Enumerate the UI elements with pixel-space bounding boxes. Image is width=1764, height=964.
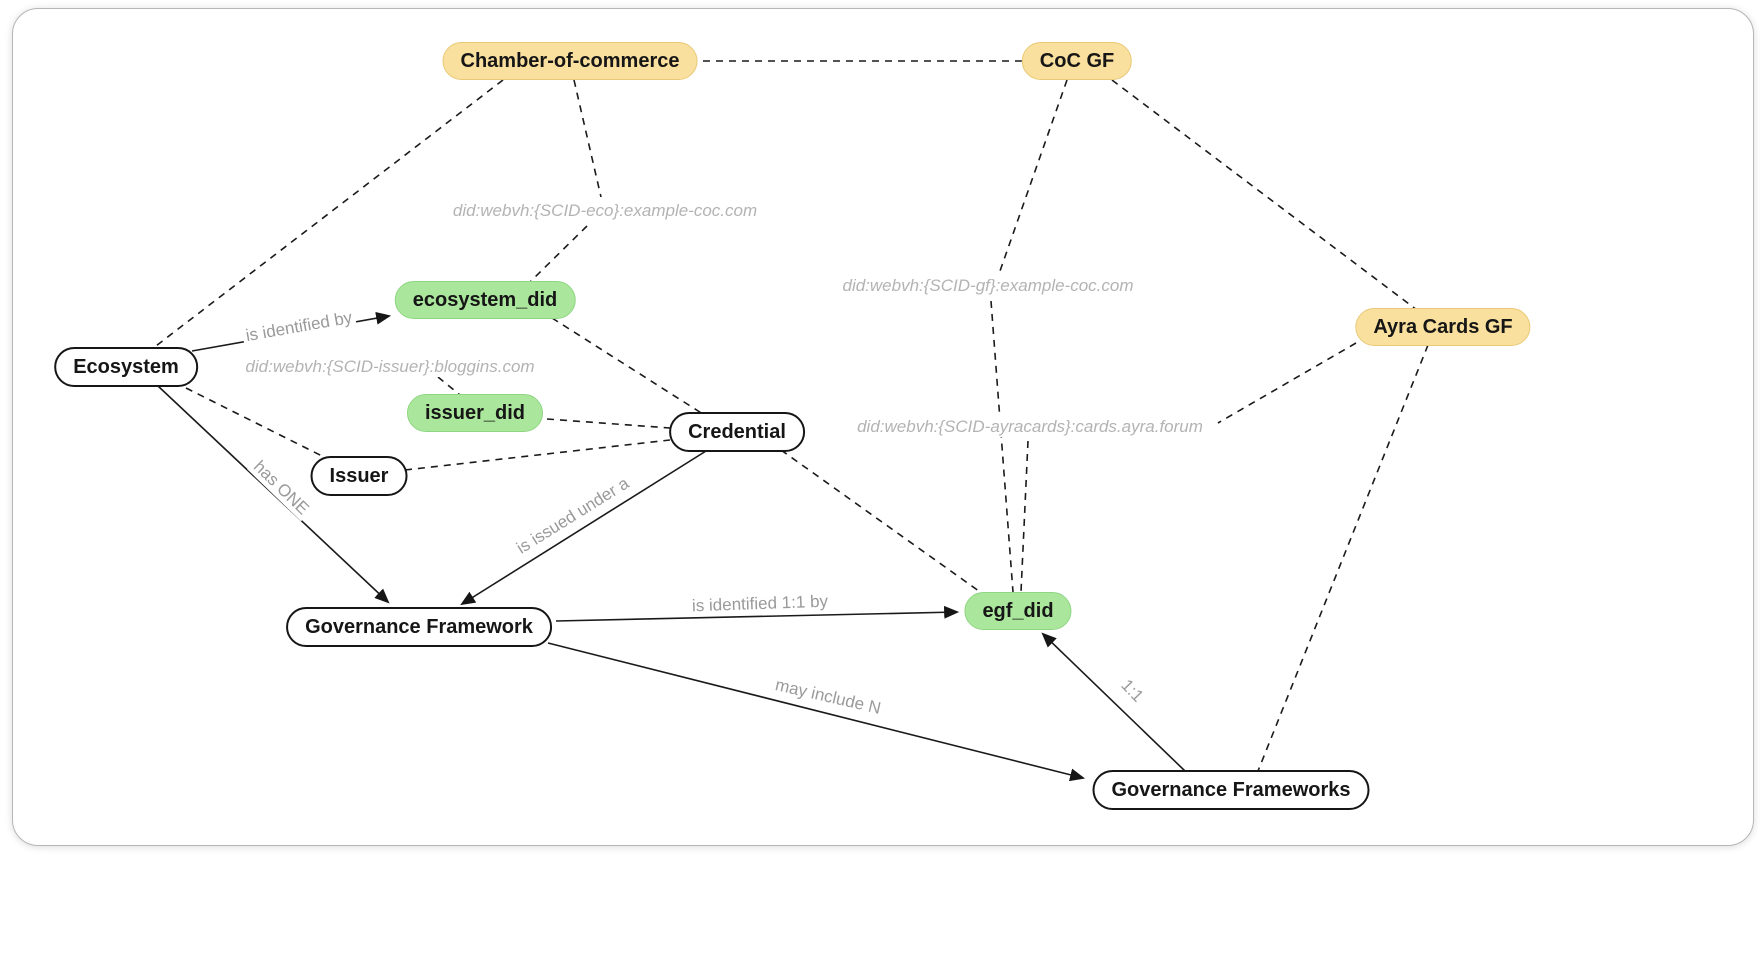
edge-governance-framework-to-egf-did xyxy=(555,605,960,622)
edge-did-eco-to-ecosystem-did xyxy=(529,225,588,283)
edge-issuer-did-to-credential xyxy=(546,418,671,429)
edge-governance-framework-to-governance-frameworks xyxy=(547,642,1086,782)
edge-issuer-to-credential xyxy=(404,439,671,471)
edge-governance-frameworks-to-egf-did xyxy=(1041,632,1186,772)
edge-ecosystem-to-governance-framework xyxy=(157,385,390,604)
edge-ecosystem-to-issuer xyxy=(185,387,333,462)
edge-did-ayracards-to-egf-did xyxy=(1020,440,1029,593)
edge-chamber-of-commerce-to-did-eco xyxy=(573,79,602,198)
edge-did-issuer-to-issuer-did xyxy=(437,376,461,396)
edge-did-gf-to-egf-did xyxy=(990,300,1014,593)
edge-ayra-cards-gf-to-governance-frameworks xyxy=(1257,344,1429,772)
edge-ecosystem-to-ecosystem-did xyxy=(191,311,392,352)
edge-coc-gf-to-did-gf xyxy=(999,79,1068,272)
edge-chamber-of-commerce-to-ecosystem xyxy=(151,79,504,350)
edge-credential-to-governance-framework xyxy=(460,450,707,606)
edge-ayra-cards-gf-to-did-ayracards xyxy=(1217,342,1357,424)
edge-coc-gf-to-ayra-cards-gf xyxy=(1111,79,1418,311)
edge-credential-to-egf-did xyxy=(780,449,984,595)
edge-ecosystem-did-to-credential xyxy=(551,317,707,417)
